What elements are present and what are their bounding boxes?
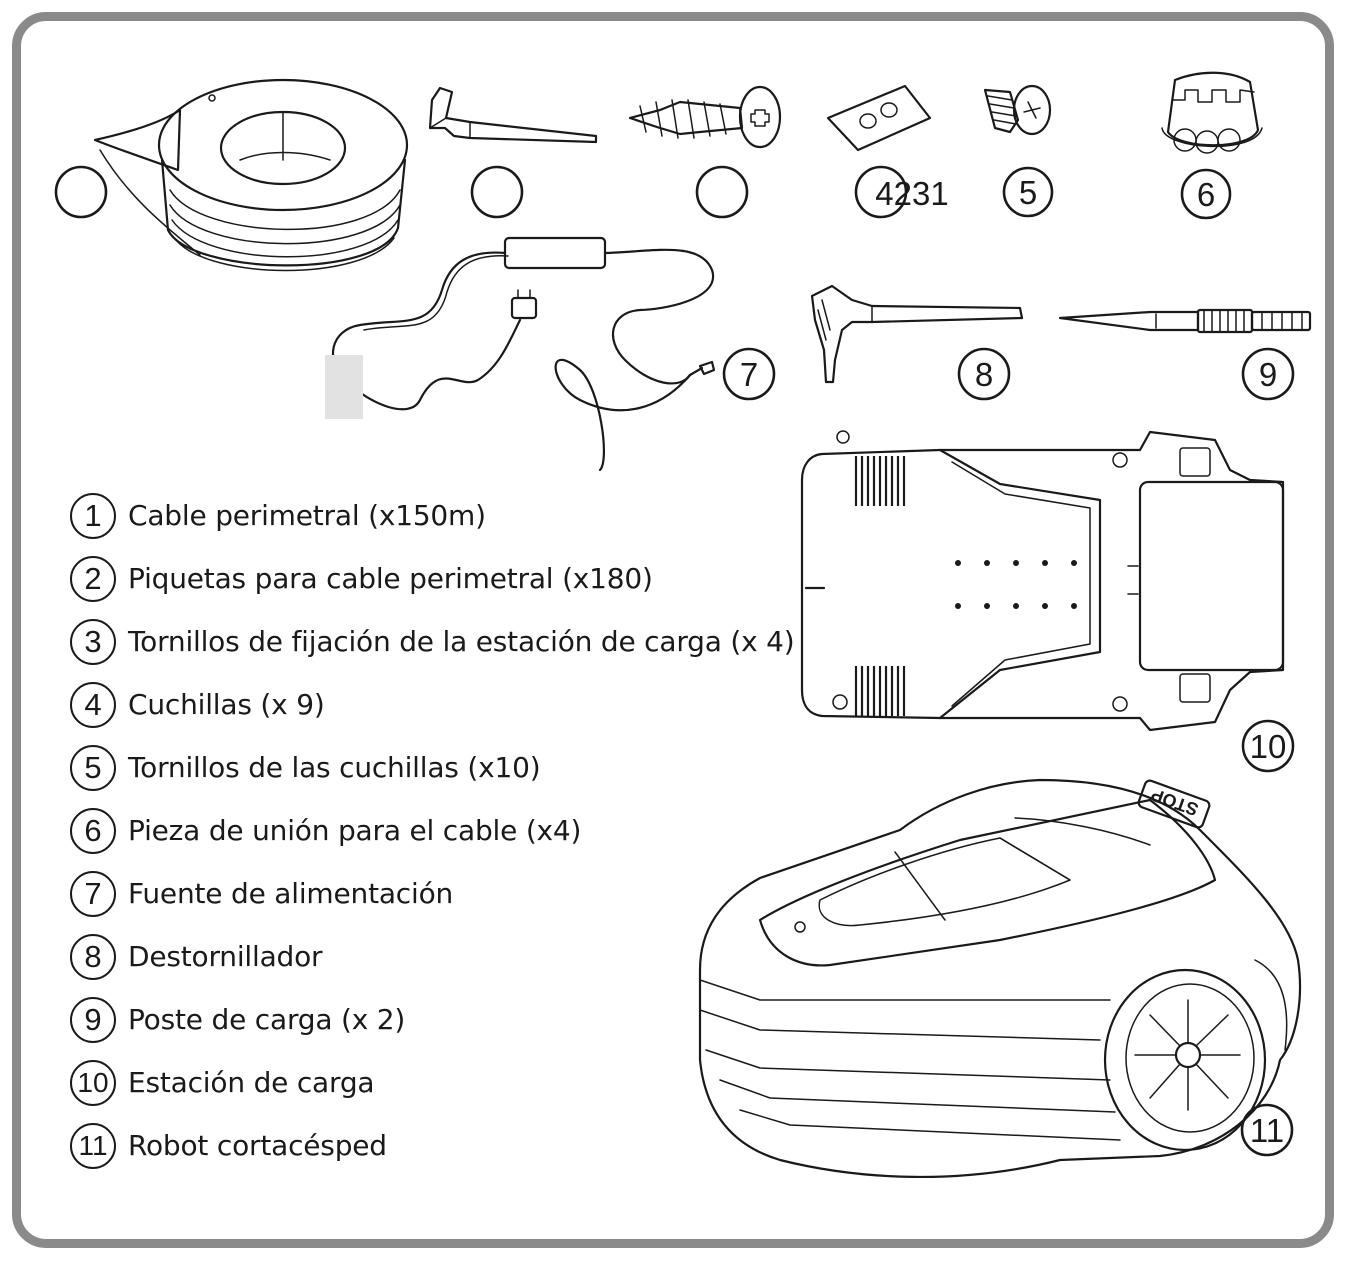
legend-item: 2 Piquetas para cable perimetral (x180) [70, 547, 810, 610]
legend-item-label: Cable perimetral (x150m) [128, 499, 486, 532]
callout-circle-screwdriver [957, 347, 1011, 401]
callout-number-connector: 6 [1197, 176, 1215, 213]
legend-item: 8 Destornillador [70, 925, 810, 988]
legend-item-label: Fuente de alimentación [128, 877, 454, 910]
legend-item: 4 Cuchillas (x 9) [70, 673, 810, 736]
legend-item: 11 Robot cortacésped [70, 1114, 810, 1177]
callout-number-power-supply: 7 [740, 356, 758, 393]
parts-legend: 1 Cable perimetral (x150m) 2 Piquetas para … [70, 484, 810, 1177]
cable-spool-illustration [93, 78, 409, 272]
callout-number-blades: 4231 [875, 175, 948, 212]
legend-item-number: 11 [70, 1122, 116, 1169]
cable-connector-illustration [1161, 71, 1263, 154]
callout-number-blade-screw: 5 [1019, 174, 1037, 211]
legend-item: 1 Cable perimetral (x150m) [70, 484, 810, 547]
callout-number-station: 10 [1250, 728, 1287, 765]
callout-circle-stake [470, 165, 524, 219]
legend-item: 9 Poste de carga (x 2) [70, 988, 810, 1051]
callout-number-mower: 11 [1250, 1112, 1284, 1149]
callout-number-charging-post: 9 [1259, 356, 1277, 393]
legend-item-label: Tornillos de las cuchillas (x10) [128, 751, 541, 784]
legend-item-number: 7 [70, 870, 116, 917]
callout-circle-charging-post [1241, 347, 1295, 401]
legend-item-label: Estación de carga [128, 1066, 375, 1099]
legend-item-number: 1 [70, 492, 116, 539]
charging-post-illustration [1058, 308, 1312, 334]
legend-item-label: Destornillador [128, 940, 323, 973]
cable-stake-illustration [428, 86, 598, 144]
callout-circle-connector [1180, 168, 1232, 220]
legend-item-number: 8 [70, 933, 116, 980]
legend-item: 7 Fuente de alimentación [70, 862, 810, 925]
legend-item-number: 3 [70, 618, 116, 665]
diagram-frame [12, 12, 1334, 1248]
screwdriver-illustration [810, 284, 1024, 384]
legend-item-number: 9 [70, 996, 116, 1043]
callout-number-screwdriver: 8 [975, 356, 993, 393]
legend-item-number: 5 [70, 744, 116, 791]
legend-item-number: 2 [70, 555, 116, 602]
callout-circle-mower [1240, 1103, 1294, 1157]
legend-item: 5 Tornillos de las cuchillas (x10) [70, 736, 810, 799]
callout-circle-blades [854, 165, 908, 219]
callout-circle-anchor-screw [695, 165, 749, 219]
legend-item-label: Poste de carga (x 2) [128, 1003, 406, 1036]
callout-circle-spool [54, 165, 108, 219]
legend-item: 3 Tornillos de fijación de la estación de… [70, 610, 810, 673]
legend-item-label: Tornillos de fijación de la estación de … [128, 625, 795, 658]
blade-illustration [826, 84, 932, 152]
blade-screw-illustration [983, 84, 1052, 136]
legend-item-label: Cuchillas (x 9) [128, 688, 325, 721]
charging-station-illustration [800, 430, 1285, 732]
legend-item-label: Robot cortacésped [128, 1129, 387, 1162]
callout-circle-power-supply [722, 347, 776, 401]
legend-item: 6 Pieza de unión para el cable (x4) [70, 799, 810, 862]
anchor-screw-illustration [628, 85, 782, 149]
callout-circle-blade-screw [1002, 166, 1054, 218]
legend-item-number: 10 [70, 1059, 116, 1106]
legend-item-label: Pieza de unión para el cable (x4) [128, 814, 582, 847]
legend-item-number: 6 [70, 807, 116, 854]
power-supply-illustration [325, 236, 716, 472]
legend-item: 10 Estación de carga [70, 1051, 810, 1114]
callout-circle-station [1241, 719, 1295, 773]
legend-item-number: 4 [70, 681, 116, 728]
legend-item-label: Piquetas para cable perimetral (x180) [128, 562, 653, 595]
